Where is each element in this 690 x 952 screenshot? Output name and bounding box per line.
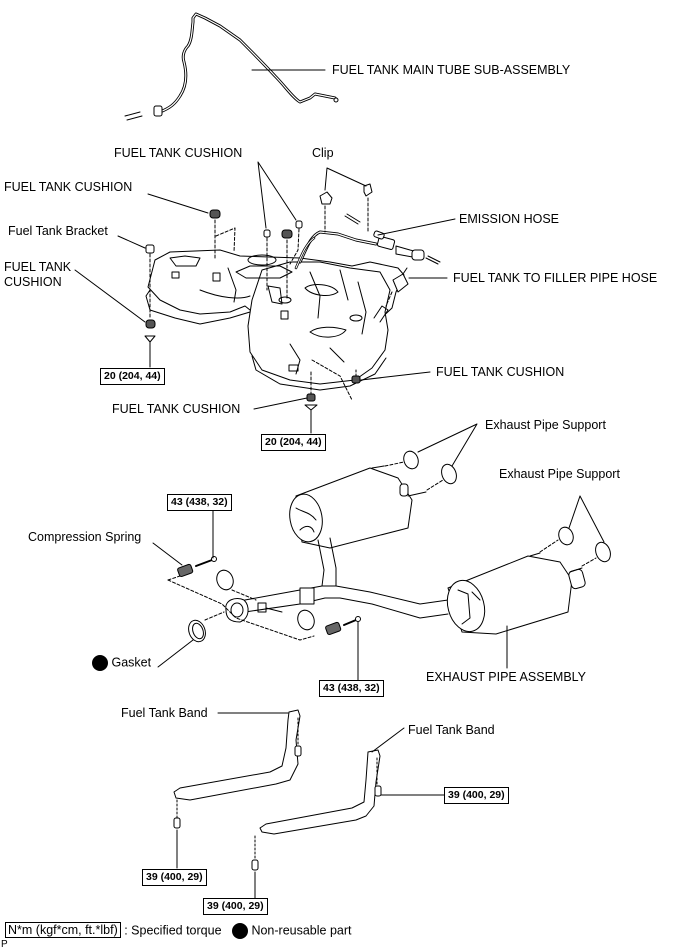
torque-tank-left: 20 (204, 44) [100,368,165,385]
label-main-tube: FUEL TANK MAIN TUBE SUB-ASSEMBLY [332,63,571,77]
label-cushion-bottom: FUEL TANK CUSHION [112,402,241,416]
leader-cushion-right [360,371,431,381]
leader-cushion-bottom [253,397,308,410]
label-clip: Clip [312,146,334,160]
exhaust-supports-rear [539,526,611,567]
torque-band-left: 39 (400, 29) [142,869,207,886]
legend-non-reusable-desc: Non-reusable part [251,923,352,938]
torque-band-bottom: 39 (400, 29) [203,898,268,915]
label-band-left: Fuel Tank Band [121,706,208,720]
leader-gasket [157,639,194,668]
torque-spring-bottom: 43 (438, 32) [319,680,384,697]
label-cushion-left-line2: CUSHION [4,275,62,289]
fuel-tank [145,230,405,391]
legend-torque-unit: N*m (kgf*cm, ft.*lbf) [5,922,121,939]
springs-and-bolts [167,556,361,641]
fuel-tank-band-right [251,749,382,871]
footer-mark: P [1,939,8,950]
label-exhaust-support-2: Exhaust Pipe Support [499,467,620,481]
leader-cushion-left-top [147,193,209,214]
torque-tank-bottom: 20 (204, 44) [261,434,326,451]
front-muffler [289,465,427,549]
label-compression-spring: Compression Spring [28,530,142,544]
legend-non-reusable-icon [231,923,248,939]
label-filler-hose: FUEL TANK TO FILLER PIPE HOSE [453,271,658,285]
leader-bracket [117,235,146,249]
filler-pipe-hose [385,267,409,307]
leader-clip [324,167,367,191]
label-cushion-left-line1: FUEL TANK [4,260,72,274]
label-exhaust-assembly: EXHAUST PIPE ASSEMBLY [426,670,587,684]
tank-cushions-upper [209,209,303,320]
leader-emission-hose [377,218,456,236]
label-cushion-right: FUEL TANK CUSHION [436,365,565,379]
fuel-tank-main-tube [124,12,339,121]
cushions-lower [304,359,361,411]
emission-hose-fitting [344,213,441,265]
leader-exhaust-support-2 [568,495,605,543]
legend-torque-desc: : Specified torque [124,923,222,938]
label-band-right: Fuel Tank Band [408,723,495,737]
fuel-tank-band-left [173,709,302,829]
exhaust-flange [225,597,249,623]
label-exhaust-support-1: Exhaust Pipe Support [485,418,606,432]
label-gasket-text: Gasket [111,655,152,670]
label-cushion-left-top: FUEL TANK CUSHION [4,180,133,194]
label-gasket: Gasket [92,655,151,671]
exhaust-supports-front [216,569,315,631]
leader-cushion-pair [257,161,297,229]
leader-exhaust-support-1 [417,423,478,467]
label-cushion-pair: FUEL TANK CUSHION [114,146,243,160]
torque-spring-top: 43 (438, 32) [167,494,232,511]
gasket [188,619,206,643]
legend: N*m (kgf*cm, ft.*lbf) : Specified torque… [5,922,352,939]
exhaust-pipe [244,537,449,619]
label-fuel-tank-bracket: Fuel Tank Bracket [8,224,108,238]
label-emission-hose: EMISSION HOSE [459,212,560,226]
non-reusable-icon [92,655,108,671]
leader-compression-spring [152,542,183,566]
leader-cushion-left [74,269,146,323]
bracket-and-cushion-left [144,244,156,343]
torque-band-right: 39 (400, 29) [444,787,509,804]
leader-band-right [371,727,405,753]
rear-muffler [446,552,586,635]
exhaust-supports-upper [384,450,457,491]
clips [319,183,373,233]
